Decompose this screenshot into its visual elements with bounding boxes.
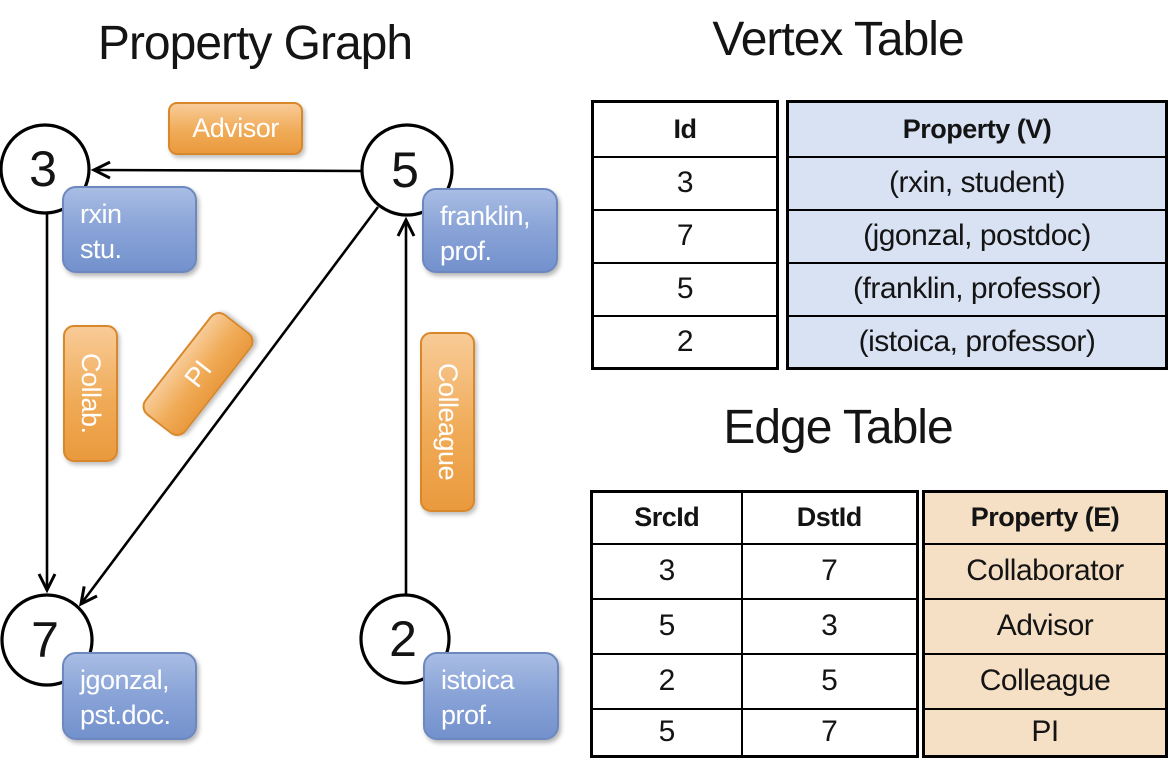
edge-property-cell: Collaborator	[922, 542, 1168, 600]
vertex-property-label-7-line1: jgonzal,	[80, 665, 170, 695]
edge-dst-cell: 7	[740, 542, 919, 600]
table-row: (istoica, professor)	[786, 314, 1168, 370]
edge-table-dst-header: DstId	[740, 490, 919, 545]
vertex-id-cell: 3	[591, 155, 779, 211]
vertex-property-label-3-line1: rxin	[80, 199, 122, 229]
property-graph-title: Property Graph	[97, 17, 413, 70]
vertex-property-label-5-line2: prof.	[440, 236, 492, 266]
table-row: (franklin, professor)	[786, 261, 1168, 317]
vertex-id-cell: 7	[591, 208, 779, 264]
vertex-property-label-2-line1: istoica	[441, 665, 515, 695]
edge-advisor-5-to-3	[94, 170, 363, 171]
table-row: (jgonzal, postdoc)	[786, 208, 1168, 264]
table-row: Collaborator	[922, 542, 1168, 600]
vertex-property-label-2: istoica prof.	[423, 652, 559, 740]
edge-table-property-header: Property (E)	[922, 490, 1168, 545]
vertex-node-3-id: 3	[29, 141, 57, 197]
vertex-id-cell: 2	[591, 314, 779, 370]
edge-src-cell: 5	[590, 597, 743, 655]
edge-table-title: Edge Table	[723, 401, 953, 454]
table-row: Advisor	[922, 597, 1168, 655]
edge-property-cell: PI	[922, 707, 1168, 758]
edge-table-id-columns: SrcId DstId 3 7 5 3 2 5 5 7	[590, 490, 919, 758]
edge-property-cell: Advisor	[922, 597, 1168, 655]
edge-pi-5-to-7	[81, 206, 380, 604]
vertex-property-label-2-line2: prof.	[441, 700, 493, 730]
edge-label-collab: Collab.	[63, 325, 118, 462]
edge-dst-cell: 7	[740, 707, 919, 758]
vertex-property-label-7-line2: pst.doc.	[80, 700, 171, 730]
table-row: 7	[591, 208, 779, 264]
vertex-property-label-3: rxin stu.	[62, 186, 197, 273]
table-row: (rxin, student)	[786, 155, 1168, 211]
edge-src-cell: 5	[590, 707, 743, 758]
table-row: 3 7	[590, 542, 919, 600]
edge-src-cell: 3	[590, 542, 743, 600]
vertex-property-cell: (istoica, professor)	[786, 314, 1168, 370]
table-row: Colleague	[922, 652, 1168, 710]
edge-src-cell: 2	[590, 652, 743, 710]
vertex-node-7-id: 7	[31, 612, 59, 668]
edge-table-property-column: Property (E) Collaborator Advisor Collea…	[922, 490, 1168, 758]
table-row: 3	[591, 155, 779, 211]
vertex-property-label-5-line1: franklin,	[440, 201, 531, 231]
vertex-node-5-id: 5	[391, 142, 419, 198]
vertex-table-property-column: Property (V) (rxin, student) (jgonzal, p…	[786, 100, 1168, 370]
edge-label-advisor: Advisor	[168, 102, 303, 155]
edge-dst-cell: 3	[740, 597, 919, 655]
table-row: 2	[591, 314, 779, 370]
vertex-node-2-id: 2	[389, 611, 417, 667]
edge-label-colleague: Colleague	[420, 332, 475, 512]
vertex-table-id-column: Id 3 7 5 2	[591, 100, 779, 370]
vertex-table-property-header: Property (V)	[786, 100, 1168, 158]
edge-dst-cell: 5	[740, 652, 919, 710]
vertex-property-label-5: franklin, prof.	[422, 188, 558, 273]
table-row: 5 7	[590, 707, 919, 758]
edge-property-cell: Colleague	[922, 652, 1168, 710]
vertex-id-cell: 5	[591, 261, 779, 317]
table-row: 5 3	[590, 597, 919, 655]
vertex-property-cell: (jgonzal, postdoc)	[786, 208, 1168, 264]
vertex-table-id-header: Id	[591, 100, 779, 158]
table-row: 2 5	[590, 652, 919, 710]
vertex-property-cell: (franklin, professor)	[786, 261, 1168, 317]
vertex-property-label-7: jgonzal, pst.doc.	[62, 652, 197, 740]
table-row: 5	[591, 261, 779, 317]
vertex-property-label-3-line2: stu.	[80, 234, 122, 264]
table-row: PI	[922, 707, 1168, 758]
vertex-table-title: Vertex Table	[712, 13, 964, 66]
vertex-property-cell: (rxin, student)	[786, 155, 1168, 211]
edge-table-src-header: SrcId	[590, 490, 743, 545]
